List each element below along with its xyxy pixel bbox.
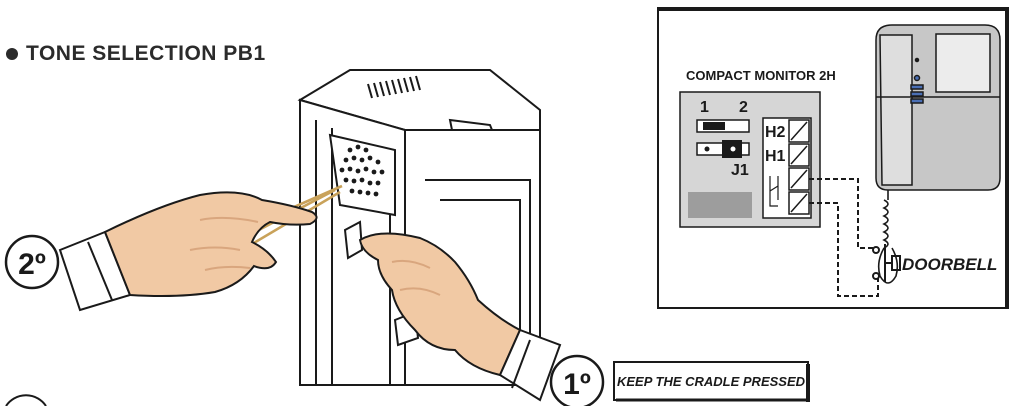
- jumper-pin-1-label: 1: [700, 99, 709, 116]
- contact-symbol-icon: [769, 176, 779, 207]
- doorbell-label: DOORBELL: [902, 255, 997, 274]
- doorbell-button-icon: [872, 244, 901, 282]
- step-2-label: 2º: [18, 248, 46, 281]
- terminal-h1-label: H1: [765, 148, 786, 165]
- handset-cord-icon: [877, 190, 899, 284]
- cradle-note-box: KEEP THE CRADLE PRESSED: [613, 361, 810, 402]
- right-hand-illustration: [358, 232, 562, 402]
- doorbell-wiring: [809, 178, 879, 297]
- cradle-slot: [343, 220, 364, 260]
- jumper-block-j1: [696, 140, 750, 158]
- compact-monitor-title: COMPACT MONITOR 2H: [686, 68, 836, 83]
- jumper-block-top: [696, 119, 750, 133]
- terminal-block: [762, 117, 812, 219]
- monitor-unit-illustration: [875, 24, 1001, 191]
- speaker-grille: [339, 144, 385, 197]
- step-1-marker: 1º: [549, 354, 605, 406]
- step-2-marker: 2º: [4, 234, 60, 290]
- step-1-label: 1º: [563, 368, 591, 401]
- section-title-text: TONE SELECTION PB1: [26, 42, 266, 65]
- cradle-note-text: KEEP THE CRADLE PRESSED: [617, 374, 806, 389]
- bullet-icon: [6, 48, 18, 61]
- jumper-j1-label: J1: [731, 162, 749, 179]
- step-3-marker-partial: [5, 394, 47, 406]
- section-title: TONE SELECTION PB1: [6, 42, 266, 66]
- jumper-pin-2-label: 2: [739, 99, 748, 116]
- terminal-h2-label: H2: [765, 124, 786, 141]
- left-hand-illustration: [58, 191, 318, 312]
